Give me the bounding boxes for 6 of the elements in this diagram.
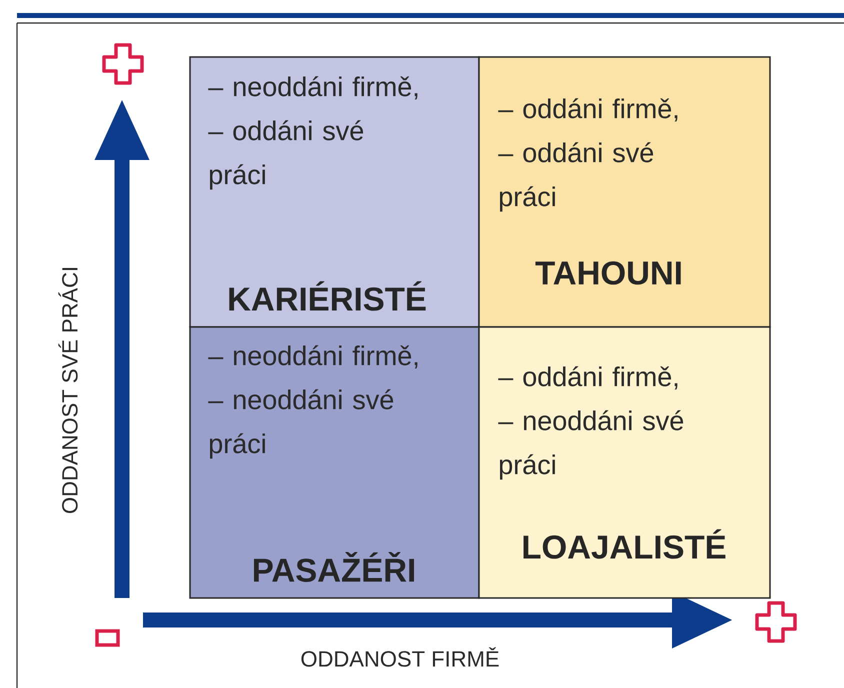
quadrant-box: – neoddáni firmě, – neoddáni své práci PASAŽÉŘI [189, 326, 480, 599]
axis-label: ODDANOST SVÉ PRÁCI [58, 268, 78, 514]
axis-label: ODDANOST FIRMĚ [301, 647, 499, 667]
quadrant-box: – oddáni firmě, – oddáni své práci TAHOUNI [478, 56, 771, 328]
quadrant-box: – neoddáni firmě, – oddáni své práci KARIÉRISTÉ [189, 56, 480, 328]
quadrant-box: – oddáni firmě, – neoddáni své práci LOAJALISTÉ [478, 326, 771, 599]
